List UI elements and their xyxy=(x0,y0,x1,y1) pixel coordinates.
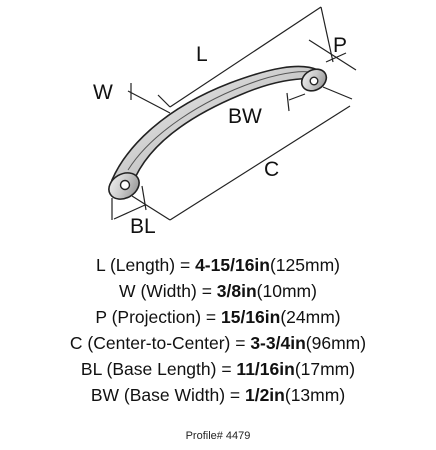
label-C: C xyxy=(264,158,279,181)
spec-projection: P (Projection) = 15/16in(24mm) xyxy=(95,307,341,327)
label-P: P xyxy=(333,34,347,57)
projection-dim-line xyxy=(308,39,357,71)
label-W: W xyxy=(93,81,113,104)
dimension-lines xyxy=(111,6,357,221)
length-dim-line xyxy=(169,6,322,108)
handle-dimension-diagram: L P W BW C BL xyxy=(93,6,357,238)
spec-base-width: BW (Base Width) = 1/2in(13mm) xyxy=(90,385,346,405)
handle-arc-highlight xyxy=(127,71,315,171)
base-width-dim-line xyxy=(286,92,290,112)
width-dim-line xyxy=(127,90,171,114)
center-dim-line xyxy=(169,105,351,221)
handle-arc xyxy=(110,65,322,186)
right-screw-hole-icon xyxy=(309,76,319,86)
spec-length: L (Length) = 4-15/16in(125mm) xyxy=(95,255,340,275)
dimension-spec-list: L (Length) = 4-15/16in(125mm) W (Width) … xyxy=(0,252,436,408)
spec-center-to-center: C (Center-to-Center) = 3-3/4in(96mm) xyxy=(69,333,367,353)
label-BL: BL xyxy=(130,215,156,238)
base-length-dim-line xyxy=(113,204,146,220)
label-L: L xyxy=(196,43,208,66)
cabinet-pull-handle xyxy=(108,65,328,200)
profile-number: Profile# 4479 xyxy=(185,430,251,442)
left-screw-hole-icon xyxy=(119,179,131,191)
spec-base-length: BL (Base Length) = 11/16in(17mm) xyxy=(80,359,356,379)
spec-width: W (Width) = 3/8in(10mm) xyxy=(119,281,317,301)
label-BW: BW xyxy=(228,105,262,128)
